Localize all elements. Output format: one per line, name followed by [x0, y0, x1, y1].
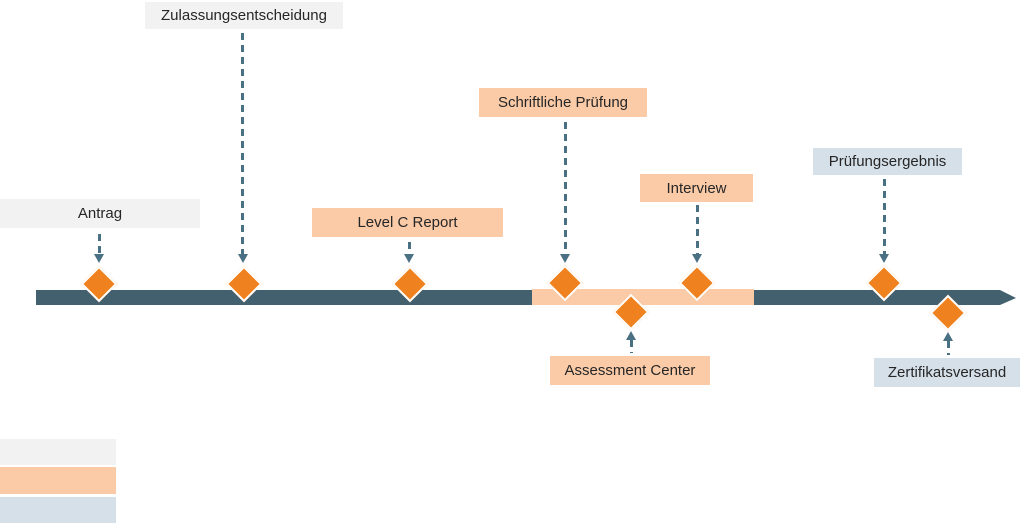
milestone-label-interview: Interview	[640, 174, 753, 202]
legend-swatch-peach	[0, 467, 116, 494]
timeline-bar	[36, 290, 1000, 305]
connector-line	[695, 205, 699, 254]
connector-line	[241, 33, 244, 254]
timeline-end-arrow-icon	[1000, 290, 1016, 305]
arrow-down-icon	[879, 254, 889, 263]
connector-line	[946, 341, 950, 355]
arrow-down-icon	[404, 254, 414, 263]
milestone-label-pruefungsergebnis: Prüfungsergebnis	[813, 148, 962, 175]
milestone-label-schriftliche-pruefung: Schriftliche Prüfung	[479, 88, 647, 117]
connector-line	[629, 340, 633, 353]
legend-swatch-gray	[0, 439, 116, 465]
milestone-label-zertifikatsversand: Zertifikatsversand	[874, 358, 1020, 387]
arrow-down-icon	[94, 254, 104, 263]
milestone-label-level-c-report: Level C Report	[312, 208, 503, 237]
arrow-up-icon	[943, 332, 953, 341]
milestone-label-zulassungsentscheidung: Zulassungsentscheidung	[145, 2, 343, 29]
connector-line	[97, 234, 101, 254]
connector-line	[882, 179, 886, 254]
connector-line	[407, 242, 411, 254]
arrow-up-icon	[626, 331, 636, 340]
legend-swatch-blue	[0, 497, 116, 523]
connector-line	[563, 122, 567, 254]
arrow-down-icon	[237, 254, 248, 263]
arrow-down-icon	[692, 254, 702, 263]
milestone-label-assessment-center: Assessment Center	[550, 356, 710, 385]
arrow-down-icon	[560, 254, 570, 263]
milestone-label-antrag: Antrag	[0, 199, 200, 228]
